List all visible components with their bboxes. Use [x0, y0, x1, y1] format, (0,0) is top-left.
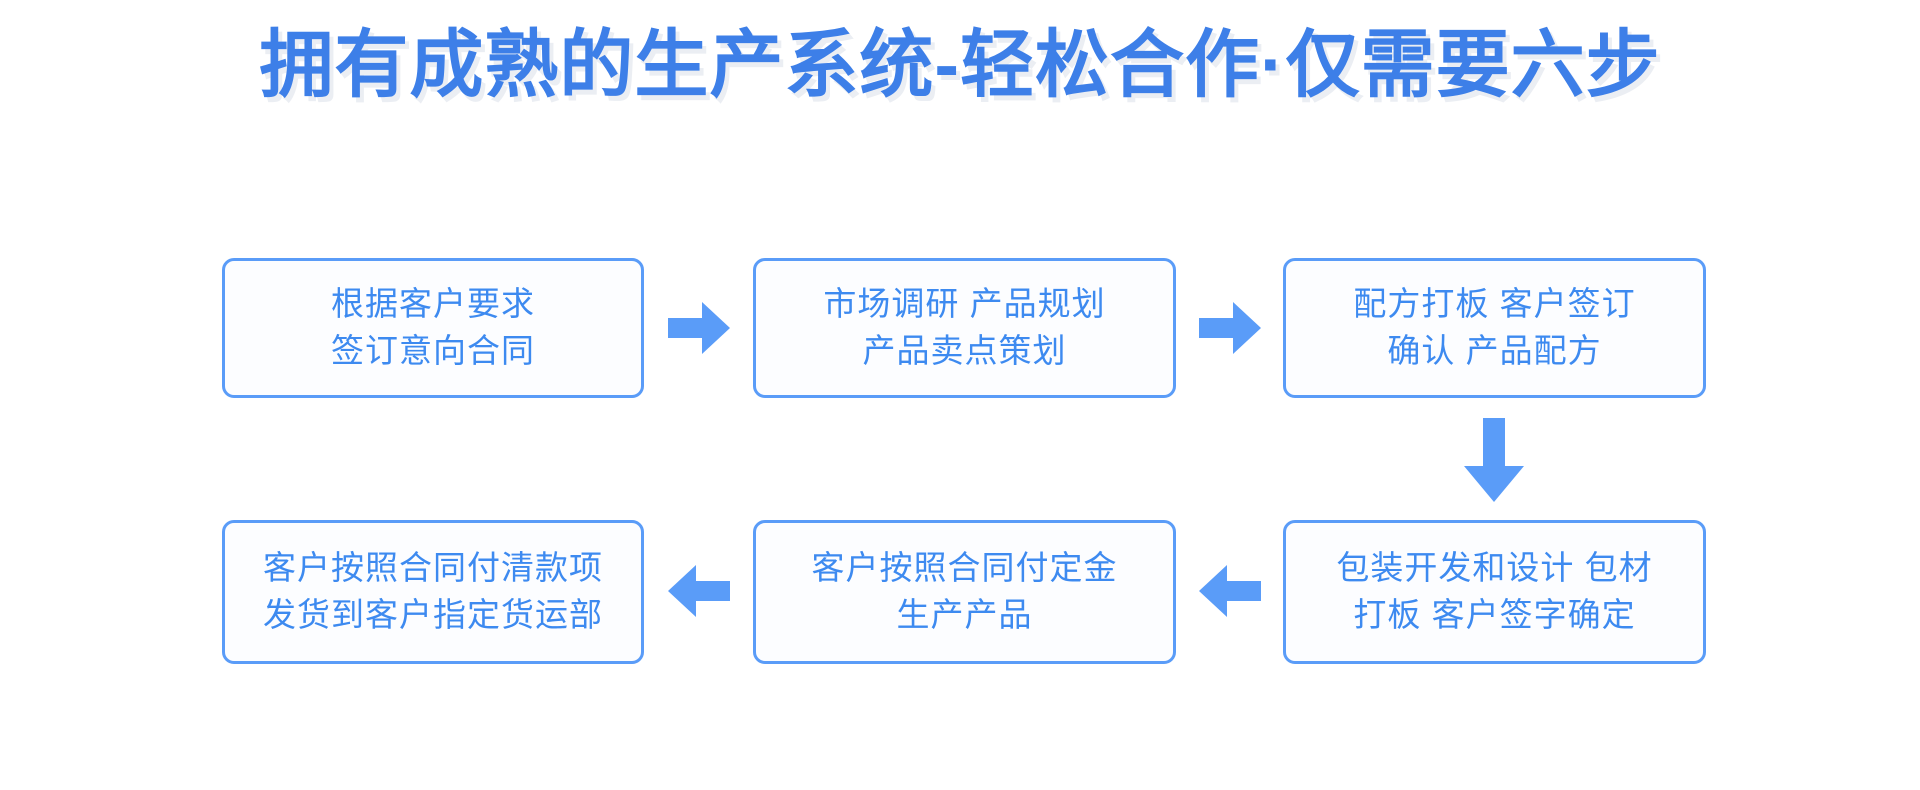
flow-step-4-line-1: 包装开发和设计 包材 [1336, 549, 1653, 587]
flow-step-5-line-1: 客户按照合同付定金 [811, 549, 1118, 587]
flow-step-6-line-1: 客户按照合同付清款项 [263, 549, 603, 587]
flow-step-6[interactable]: 客户按照合同付清款项 发货到客户指定货运部 [222, 520, 644, 664]
flow-step-3-line-1: 配方打板 客户签订 [1353, 285, 1636, 323]
arrow-left-icon [668, 563, 730, 619]
flow-step-2[interactable]: 市场调研 产品规划 产品卖点策划 [753, 258, 1176, 398]
flow-step-4[interactable]: 包装开发和设计 包材 打板 客户签字确定 [1283, 520, 1706, 664]
flow-step-1-line-2: 签订意向合同 [331, 332, 535, 369]
flow-step-5[interactable]: 客户按照合同付定金 生产产品 [753, 520, 1176, 664]
page-title: 拥有成熟的生产系统-轻松合作·仅需要六步 [259, 23, 1661, 106]
arrow-right-icon [1199, 300, 1261, 356]
flow-step-6-line-2: 发货到客户指定货运部 [263, 596, 603, 633]
arrow-right-icon [668, 300, 730, 356]
flow-step-4-line-2: 打板 客户签字确定 [1353, 596, 1636, 633]
flow-step-3-line-2: 确认 产品配方 [1387, 332, 1602, 369]
flow-step-3[interactable]: 配方打板 客户签订 确认 产品配方 [1283, 258, 1706, 398]
flow-step-1-line-1: 根据客户要求 [331, 285, 535, 323]
page-title-container: 拥有成熟的生产系统-轻松合作·仅需要六步 [0, 23, 1920, 106]
flow-step-1[interactable]: 根据客户要求 签订意向合同 [222, 258, 644, 398]
flow-step-2-line-1: 市场调研 产品规划 [823, 285, 1106, 323]
flow-step-2-line-2: 产品卖点策划 [862, 332, 1067, 369]
flow-step-5-line-2: 生产产品 [896, 596, 1033, 633]
arrow-left-icon [1199, 563, 1261, 619]
arrow-down-icon [1462, 418, 1526, 502]
